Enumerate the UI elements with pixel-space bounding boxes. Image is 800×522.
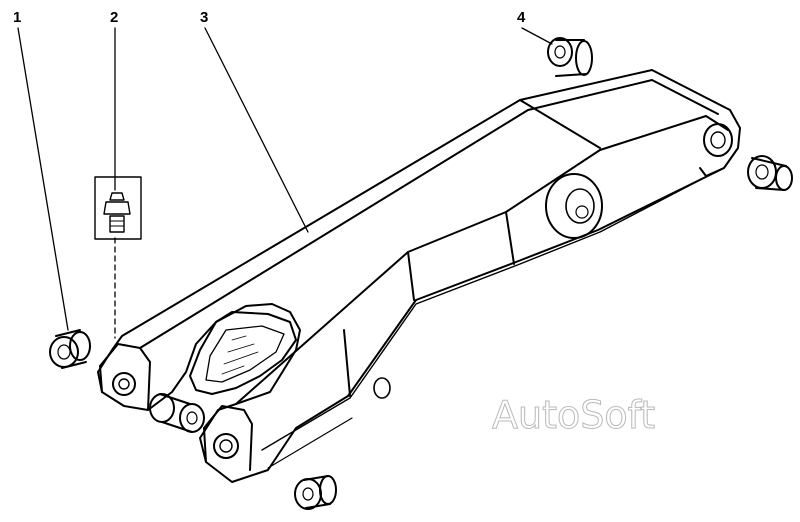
fork-eye-left-inner bbox=[118, 378, 130, 390]
lever-top-ridge bbox=[235, 115, 729, 405]
roller bbox=[149, 393, 205, 433]
side-boss-hub bbox=[575, 205, 589, 219]
side-boss-inner bbox=[565, 188, 595, 224]
leader-line-1 bbox=[17, 27, 69, 331]
callout-1: 1 bbox=[13, 9, 22, 26]
fork-eye-left bbox=[112, 372, 136, 396]
lever-bottom-line bbox=[261, 179, 701, 451]
bushing-1 bbox=[49, 329, 91, 369]
lever-arm bbox=[97, 69, 741, 483]
fork-window-inner bbox=[205, 325, 285, 383]
fork-tip-right bbox=[203, 405, 253, 471]
fork-eye-right bbox=[213, 433, 239, 459]
callout-2: 2 bbox=[110, 9, 119, 26]
fork-window bbox=[189, 311, 297, 395]
lever-taper-line bbox=[519, 99, 601, 149]
lever-arm-outline bbox=[97, 69, 741, 483]
callout-4: 4 bbox=[517, 9, 526, 26]
leader-lines bbox=[17, 27, 553, 339]
bushing-bottom bbox=[294, 475, 337, 510]
fork-eye-right-inner bbox=[219, 439, 233, 453]
fork-window-hatching bbox=[221, 335, 259, 375]
lever-face-edge-3 bbox=[343, 329, 351, 397]
lever-face-edge-4 bbox=[699, 167, 725, 177]
callout-3: 3 bbox=[200, 9, 209, 26]
autosoft-watermark: AutoSoft bbox=[491, 393, 656, 437]
pivot-eye bbox=[703, 123, 733, 157]
bushing-right bbox=[747, 155, 793, 191]
leader-line-3 bbox=[204, 27, 309, 233]
lever-top-edge bbox=[139, 79, 719, 349]
lever-bottom-line-2 bbox=[267, 417, 353, 469]
lever-face-edge-2 bbox=[505, 211, 515, 265]
lower-boss bbox=[373, 377, 391, 399]
side-boss bbox=[545, 173, 603, 239]
pivot-eye-inner bbox=[710, 131, 726, 149]
bushing-4 bbox=[547, 37, 593, 77]
grease-fitting-frame bbox=[94, 176, 142, 240]
leader-line-4 bbox=[521, 27, 553, 45]
grease-fitting bbox=[94, 176, 142, 240]
lever-face-edge-1 bbox=[407, 251, 415, 301]
fork-tip-left bbox=[99, 343, 151, 411]
